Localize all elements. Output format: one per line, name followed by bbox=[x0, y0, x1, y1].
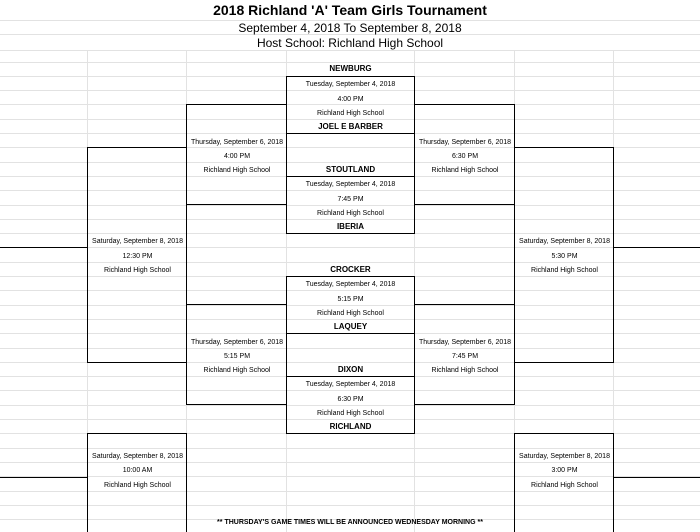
game-time: 6:30 PM bbox=[337, 396, 364, 403]
game-date: Thursday, September 6, 2018 bbox=[190, 339, 284, 346]
game-time: 6:30 PM bbox=[451, 153, 479, 160]
team-name: RICHLAND bbox=[329, 422, 372, 431]
game-date: Tuesday, September 4, 2018 bbox=[305, 181, 396, 188]
team-name: NEWBURG bbox=[329, 64, 372, 73]
team-name: CROCKER bbox=[330, 265, 371, 274]
game-date: Tuesday, September 4, 2018 bbox=[305, 381, 396, 388]
game-time: 7:45 PM bbox=[337, 196, 364, 203]
game-location: Richland High School bbox=[431, 167, 499, 174]
tournament-dates: September 4, 2018 To September 8, 2018 bbox=[238, 21, 462, 35]
game-time: 3:00 PM bbox=[551, 467, 578, 474]
game-date: Saturday, September 8, 2018 bbox=[92, 453, 183, 460]
game-date: Saturday, September 8, 2018 bbox=[519, 453, 610, 460]
game-time: 4:00 PM bbox=[223, 153, 251, 160]
game-location: Richland High School bbox=[203, 167, 271, 174]
game-date: Tuesday, September 4, 2018 bbox=[305, 81, 396, 88]
team-name: LAQUEY bbox=[333, 322, 368, 331]
team-name: IBERIA bbox=[336, 222, 365, 231]
game-time: 7:45 PM bbox=[451, 353, 479, 360]
game-location: Richland High School bbox=[104, 482, 171, 489]
footer-note: ** THURSDAY'S GAME TIMES WILL BE ANNOUNC… bbox=[217, 519, 483, 526]
game-date: Saturday, September 8, 2018 bbox=[519, 238, 610, 245]
game-location: Richland High School bbox=[531, 482, 598, 489]
game-time: 5:30 PM bbox=[551, 253, 578, 260]
game-date: Thursday, September 6, 2018 bbox=[190, 139, 284, 146]
game-time: 5:15 PM bbox=[337, 296, 364, 303]
team-name: DIXON bbox=[337, 365, 364, 374]
game-date: Saturday, September 8, 2018 bbox=[92, 238, 183, 245]
page-title: 2018 Richland 'A' Team Girls Tournament bbox=[213, 2, 487, 18]
game-date: Thursday, September 6, 2018 bbox=[418, 339, 512, 346]
game-location: Richland High School bbox=[317, 410, 384, 417]
game-time: 5:15 PM bbox=[223, 353, 251, 360]
game-location: Richland High School bbox=[203, 367, 271, 374]
game-location: Richland High School bbox=[431, 367, 499, 374]
game-time: 4:00 PM bbox=[337, 96, 364, 103]
game-time: 12:30 PM bbox=[122, 253, 153, 260]
game-location: Richland High School bbox=[317, 210, 384, 217]
game-location: Richland High School bbox=[317, 110, 384, 117]
game-date: Thursday, September 6, 2018 bbox=[418, 139, 512, 146]
team-name: JOEL E BARBER bbox=[318, 122, 383, 131]
game-time: 10:00 AM bbox=[122, 467, 153, 474]
host-school: Host School: Richland High School bbox=[256, 36, 444, 50]
game-location: Richland High School bbox=[317, 310, 384, 317]
game-date: Tuesday, September 4, 2018 bbox=[305, 281, 396, 288]
team-name: STOUTLAND bbox=[325, 165, 376, 174]
game-location: Richland High School bbox=[531, 267, 598, 274]
game-location: Richland High School bbox=[104, 267, 171, 274]
